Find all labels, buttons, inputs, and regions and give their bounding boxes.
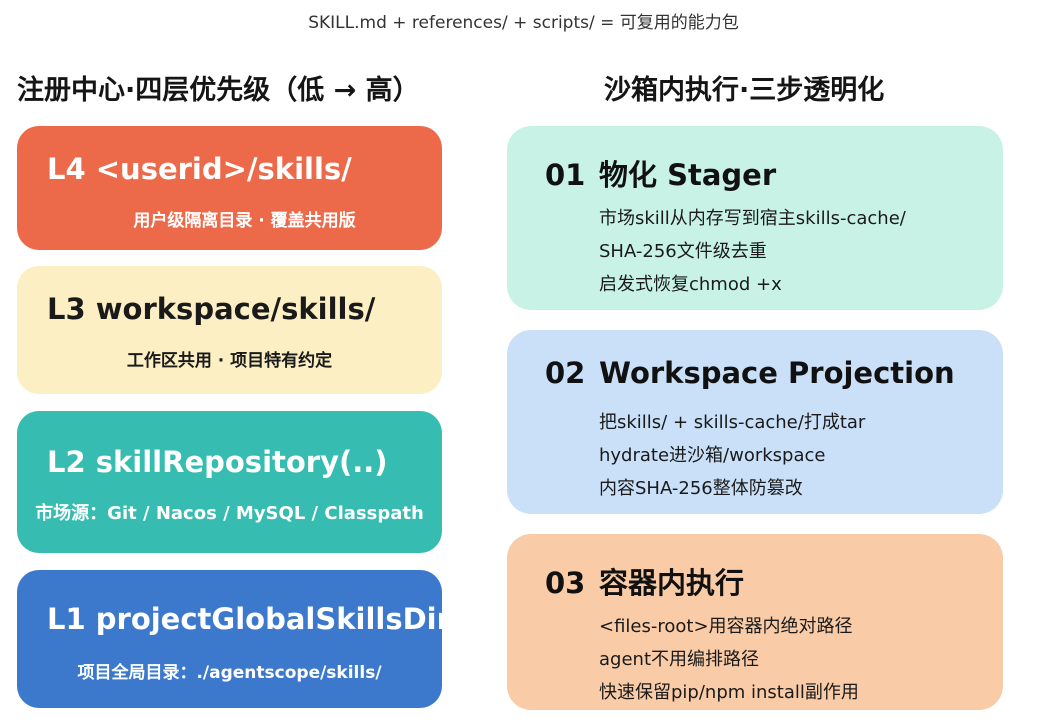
- layer-title: L3 workspace/skills/: [47, 292, 376, 326]
- step-heading: 02 Workspace Projection: [545, 356, 955, 390]
- sandbox-section-title: 沙箱内执行·三步透明化: [604, 75, 885, 106]
- registry-section-title: 注册中心·四层优先级（低 → 高）: [17, 75, 420, 106]
- step-line: SHA-256文件级去重: [599, 241, 767, 262]
- step-line: 快速保留pip/npm install副作用: [599, 682, 859, 703]
- step-name: 物化 Stager: [599, 158, 777, 192]
- layer-card-l3: L3 workspace/skills/ 工作区共用 · 项目特有约定: [17, 266, 442, 394]
- step-card-03: 03 容器内执行 <files-root>用容器内绝对路径 agent不用编排路径…: [507, 534, 1003, 710]
- layer-card-l4: L4 <userid>/skills/ 用户级隔离目录 · 覆盖共用版: [17, 126, 442, 250]
- step-line: 把skills/ + skills-cache/打成tar: [599, 412, 866, 433]
- step-line: 内容SHA-256整体防篡改: [599, 478, 803, 499]
- step-description: 把skills/ + skills-cache/打成tar hydrate进沙箱…: [599, 406, 865, 505]
- step-name: Workspace Projection: [599, 356, 955, 390]
- layer-card-l2: L2 skillRepository(..) 市场源：Git / Nacos /…: [17, 411, 442, 553]
- layer-subtitle: 市场源：Git / Nacos / MySQL / Classpath: [35, 503, 424, 524]
- step-name: 容器内执行: [599, 566, 745, 600]
- step-number: 01: [545, 158, 586, 192]
- step-number: 03: [545, 566, 586, 600]
- layer-subtitle: 项目全局目录：./agentscope/skills/: [77, 663, 382, 683]
- step-card-01: 01 物化 Stager 市场skill从内存写到宿主skills-cache/ …: [507, 126, 1003, 310]
- layer-title: L4 <userid>/skills/: [47, 152, 352, 186]
- layer-card-l1: L1 projectGlobalSkillsDir 项目全局目录：./agent…: [17, 570, 451, 708]
- step-card-02: 02 Workspace Projection 把skills/ + skills…: [507, 330, 1003, 514]
- step-number: 02: [545, 356, 586, 390]
- step-heading: 01 物化 Stager: [545, 152, 776, 194]
- layer-subtitle: 用户级隔离目录 · 覆盖共用版: [133, 211, 356, 231]
- step-line: hydrate进沙箱/workspace: [599, 445, 826, 466]
- step-line: 启发式恢复chmod +x: [599, 274, 782, 295]
- step-heading: 03 容器内执行: [545, 560, 744, 602]
- step-line: <files-root>用容器内绝对路径: [599, 616, 853, 637]
- layer-title: L1 projectGlobalSkillsDir: [47, 602, 451, 636]
- layer-subtitle: 工作区共用 · 项目特有约定: [126, 351, 333, 371]
- top-caption: SKILL.md + references/ + scripts/ = 可复用的…: [308, 13, 739, 33]
- step-description: 市场skill从内存写到宿主skills-cache/ SHA-256文件级去重…: [599, 202, 906, 301]
- layer-title: L2 skillRepository(..): [47, 445, 388, 479]
- step-description: <files-root>用容器内绝对路径 agent不用编排路径 快速保留pip…: [599, 610, 859, 709]
- step-line: 市场skill从内存写到宿主skills-cache/: [599, 208, 906, 229]
- step-line: agent不用编排路径: [599, 649, 759, 670]
